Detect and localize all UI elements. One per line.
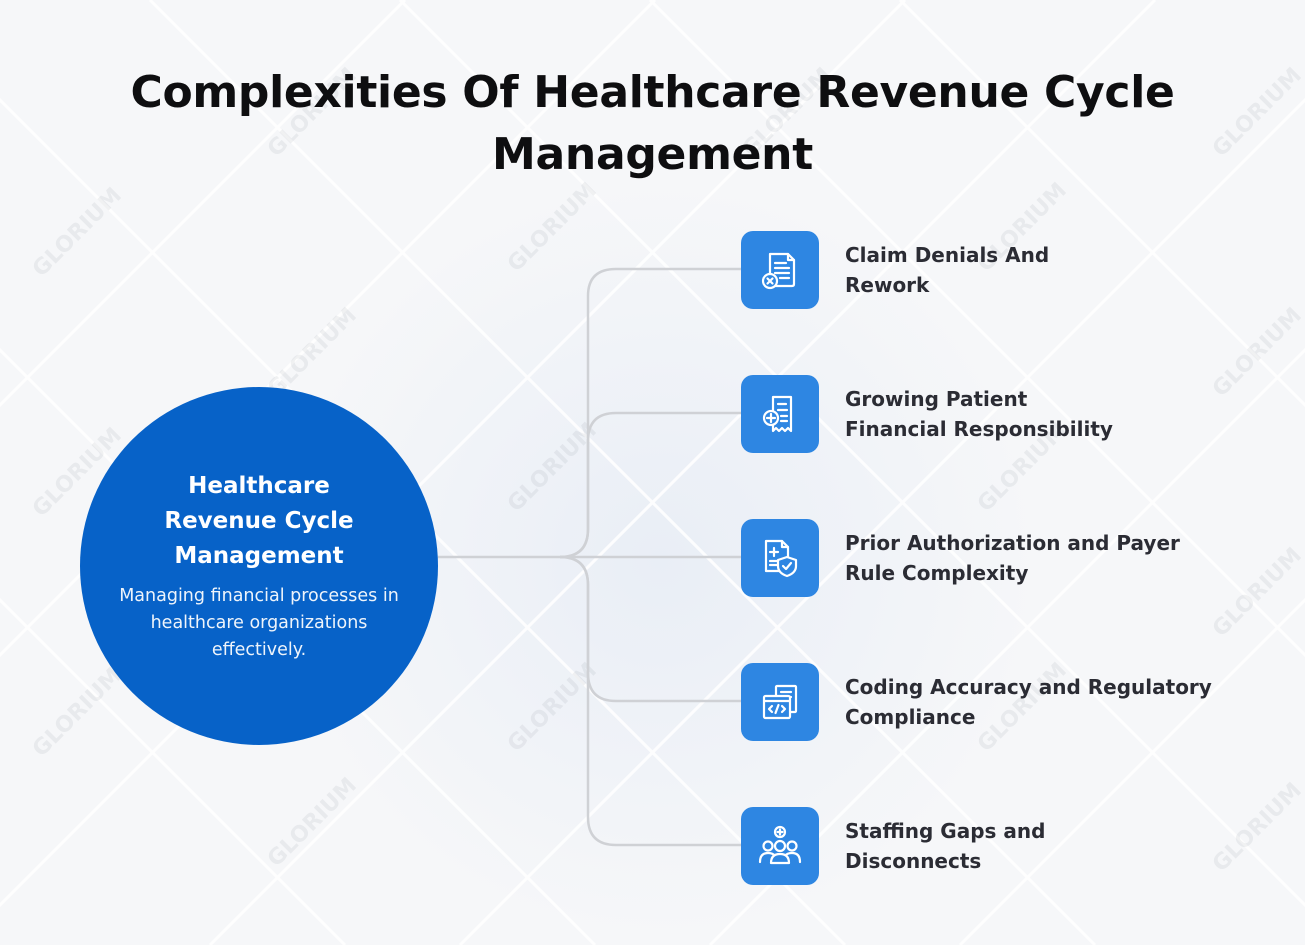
central-topic-description: Managing financial processes in healthca…	[119, 586, 399, 660]
central-topic-title-line: Management	[174, 543, 344, 569]
item-label-line: Rework	[845, 273, 930, 297]
central-topic-circle: Healthcare Revenue Cycle Management Mana…	[80, 387, 438, 745]
item-label-line: Compliance	[845, 705, 976, 729]
item-label-coding-accuracy: Coding Accuracy and Regulatory Complianc…	[845, 672, 1265, 732]
item-label-claim-denials: Claim Denials And Rework	[845, 240, 1265, 300]
central-topic-title-line: Healthcare	[188, 473, 330, 499]
connector-branch	[559, 555, 741, 847]
item-label-line: Coding Accuracy and Regulatory	[845, 675, 1212, 699]
item-label-line: Staffing Gaps and	[845, 819, 1046, 843]
central-topic-title: Healthcare Revenue Cycle Management	[80, 469, 438, 574]
item-label-line: Disconnects	[845, 849, 982, 873]
page-title: Complexities Of Healthcare Revenue Cycle…	[0, 62, 1305, 186]
item-label-patient-responsibility: Growing Patient Financial Responsibility	[845, 384, 1265, 444]
item-label-line: Growing Patient	[845, 387, 1028, 411]
page-title-line: Complexities Of Healthcare Revenue Cycle	[130, 67, 1175, 118]
denied-claim-document-icon	[741, 231, 819, 309]
item-label-line: Rule Complexity	[845, 561, 1029, 585]
item-label-line: Claim Denials And	[845, 243, 1050, 267]
code-documents-icon	[741, 663, 819, 741]
item-label-prior-authorization: Prior Authorization and Payer Rule Compl…	[845, 528, 1265, 588]
central-topic-title-line: Revenue Cycle	[164, 508, 354, 534]
medical-staff-team-icon	[741, 807, 819, 885]
medical-bill-receipt-icon	[741, 375, 819, 453]
authorization-shield-document-icon	[741, 519, 819, 597]
connector-branch	[559, 411, 741, 559]
item-label-staffing-gaps: Staffing Gaps and Disconnects	[845, 816, 1265, 876]
item-label-line: Prior Authorization and Payer	[845, 531, 1180, 555]
item-label-line: Financial Responsibility	[845, 417, 1113, 441]
page-title-line: Management	[492, 129, 813, 180]
